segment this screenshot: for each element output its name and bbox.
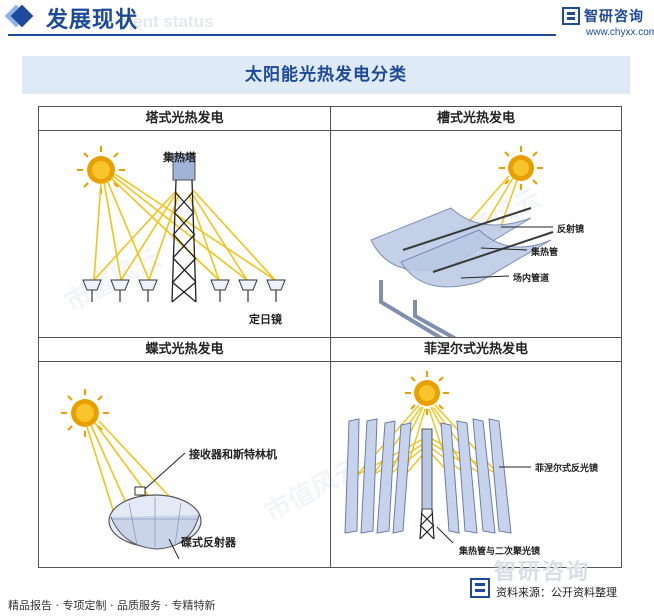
label-heliostat: 定日镜 (249, 313, 282, 326)
page-footer: 智研咨询 资料来源：公开资料整理 精品报告 · 专项定制 · 品质服务 · 专精… (0, 560, 654, 616)
label-collector-tube: 集热管 (531, 248, 559, 258)
label-receiver-tube: 集热管与二次聚光镜 (459, 547, 541, 557)
title-banner: 太阳能光热发电分类 (22, 56, 630, 94)
dish-reflector (108, 494, 202, 550)
panel-dish: 蝶式光热发电 (39, 338, 331, 567)
receiver-tower (419, 428, 435, 540)
logo-name: 智研咨询 (584, 9, 644, 25)
sun-icon (77, 146, 125, 194)
brand-logo: 智研咨询 www.chyxx.com (562, 6, 654, 38)
collector-tube (402, 207, 554, 273)
footer-brand: 智研咨询 (494, 560, 591, 585)
fresnel-mirrors (344, 418, 512, 534)
panel-trough: 槽式光热发电 (331, 107, 621, 338)
sun-icon (61, 389, 109, 437)
logo-icon (470, 578, 490, 598)
header-subtitle: ment status (118, 12, 214, 31)
panel-title: 菲涅尔式光热发电 (331, 338, 621, 362)
receiver-box (134, 486, 146, 496)
dish-diagram (61, 389, 202, 560)
heliostat-mirrors (82, 279, 286, 291)
page-title: 发展现状 (46, 8, 139, 33)
panel-title: 蝶式光热发电 (39, 338, 330, 362)
label-reflector: 反射镜 (557, 225, 585, 235)
footer-tags: 精品报告 · 专项定制 · 品质服务 · 专精特新 (8, 599, 216, 612)
label-dish-reflector: 碟式反射器 (181, 536, 236, 549)
page-header: ment status 发展现状 智研咨询 www.chyxx.com (0, 0, 654, 38)
sun-rays (93, 173, 276, 281)
label-receiver-stirling: 接收器和斯特林机 (189, 448, 277, 461)
trough-diagram (370, 146, 554, 337)
label-field-pipe: 场内管道 (513, 274, 550, 284)
collector-tower (171, 153, 197, 303)
logo-url: www.chyxx.com (586, 27, 654, 38)
panel-fresnel: 菲涅尔式光热发电 (331, 338, 621, 567)
source-note: 资料来源：公开资料整理 (496, 586, 617, 599)
label-fresnel-mirror: 菲涅尔式反光镜 (535, 464, 599, 474)
logo-icon (562, 7, 580, 25)
tower-diagram (77, 146, 286, 303)
label-tower: 集热塔 (163, 151, 196, 164)
panel-title: 塔式光热发电 (39, 107, 330, 131)
sun-icon (405, 371, 449, 415)
classification-grid: 塔式光热发电 (38, 106, 622, 568)
sun-icon (499, 146, 543, 190)
fresnel-diagram (344, 371, 531, 544)
header-divider (8, 34, 556, 36)
panel-title: 槽式光热发电 (331, 107, 621, 131)
field-pipe (379, 280, 457, 337)
panel-tower: 塔式光热发电 (39, 107, 331, 338)
banner-title: 太阳能光热发电分类 (245, 65, 407, 85)
